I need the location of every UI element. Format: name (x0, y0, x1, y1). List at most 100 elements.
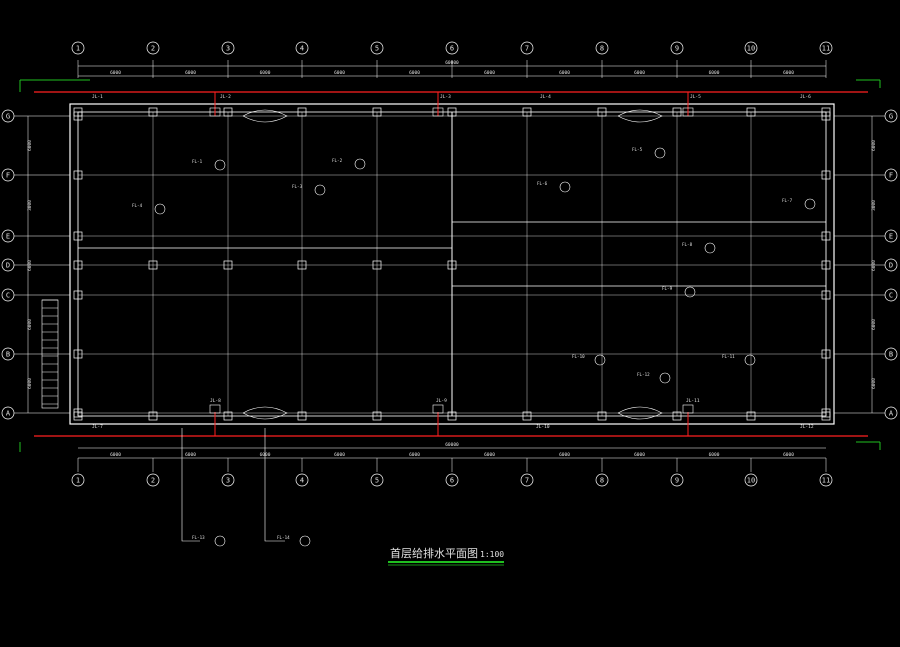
column-marker (447, 107, 457, 117)
column-marker (73, 260, 83, 270)
fixture-tag: FL-7 (782, 198, 793, 203)
axis-label-column: 4 (300, 477, 304, 485)
axis-label-column: 1 (76, 45, 80, 53)
dimension-value: 6000 (334, 70, 345, 76)
axis-bubble (884, 288, 898, 302)
riser-box (682, 404, 694, 414)
axis-label-column: 10 (747, 477, 755, 485)
axis-label-column: 6 (450, 45, 454, 53)
dimension-value: 6000 (260, 70, 271, 76)
axis-bubble (884, 347, 898, 361)
column-marker (73, 290, 83, 300)
column-marker (746, 411, 756, 421)
dimension-value: 3000 (27, 200, 33, 211)
door-swing (242, 406, 288, 420)
axis-label-row: F (889, 172, 893, 180)
axis-label-column: 1 (76, 477, 80, 485)
axis-bubble (295, 473, 309, 487)
fixture-tag: FL-11 (722, 354, 735, 359)
axis-bubble (71, 41, 85, 55)
axis-label-row: C (6, 292, 10, 300)
column-marker (223, 107, 233, 117)
fixture-tag: FL-10 (572, 354, 585, 359)
column-marker (821, 290, 831, 300)
column-marker (821, 349, 831, 359)
column-marker (223, 411, 233, 421)
axis-label-column: 2 (151, 45, 155, 53)
column-marker (821, 260, 831, 270)
axis-label-column: 2 (151, 477, 155, 485)
axis-bubble (819, 41, 833, 55)
axis-bubble (71, 473, 85, 487)
fixture-tag: FL-3 (292, 184, 303, 189)
fixture-tag: FL-13 (192, 535, 205, 540)
axis-label-row: G (6, 113, 10, 121)
axis-label-row: C (889, 292, 893, 300)
pipe-label-bottom: JL-12 (800, 424, 814, 430)
dimension-value: 6000 (334, 452, 345, 458)
column-marker (73, 111, 83, 121)
column-marker (73, 231, 83, 241)
dimension-value: 6000 (783, 452, 794, 458)
dimension-value: 6000 (634, 452, 645, 458)
axis-bubble (1, 347, 15, 361)
dimension-value: 6000 (634, 70, 645, 76)
fixture-tag: FL-1 (192, 159, 203, 164)
axis-bubble (884, 258, 898, 272)
axis-bubble (595, 41, 609, 55)
axis-bubble (884, 109, 898, 123)
pipe-label-top: JL-6 (800, 94, 811, 100)
dimension-value: 6000 (559, 452, 570, 458)
axis-bubble (221, 41, 235, 55)
axis-bubble (1, 168, 15, 182)
fixture-tag-bubble (659, 372, 671, 384)
axis-label-row: D (889, 262, 893, 270)
dimension-value: 6000 (110, 452, 121, 458)
dimension-value: 6000 (484, 70, 495, 76)
column-marker (597, 411, 607, 421)
dimension-value: 6000 (871, 319, 877, 330)
pipe-label-bottom: JL-8 (210, 398, 221, 404)
fixture-tag: FL-14 (277, 535, 290, 540)
column-marker (73, 349, 83, 359)
column-marker (597, 107, 607, 117)
pipe-label-top: JL-2 (220, 94, 231, 100)
door-swing (617, 109, 663, 123)
axis-label-column: 8 (600, 477, 604, 485)
axis-bubble (884, 229, 898, 243)
column-marker (148, 260, 158, 270)
fixture-tag: FL-5 (632, 147, 643, 152)
axis-bubble (670, 473, 684, 487)
fixture-tag-bubble (804, 198, 816, 210)
riser-box (209, 404, 221, 414)
axis-label-row: A (6, 410, 11, 418)
column-marker (821, 111, 831, 121)
fixture-tag-bubble (654, 147, 666, 159)
riser-box (432, 404, 444, 414)
door-swing (242, 109, 288, 123)
fixture-tag-bubble (594, 354, 606, 366)
column-marker (372, 260, 382, 270)
fixture-tag-bubble (559, 181, 571, 193)
column-marker (821, 408, 831, 418)
axis-label-row: D (6, 262, 10, 270)
riser-box (209, 107, 221, 117)
fixture-tag-bubble (354, 158, 366, 170)
dimension-value: 6000 (783, 70, 794, 76)
axis-label-row: G (889, 113, 893, 121)
axis-label-column: 9 (675, 477, 679, 485)
axis-label-column: 10 (747, 45, 755, 53)
fixture-tag-bubble (314, 184, 326, 196)
dimension-value: 6000 (709, 70, 720, 76)
column-marker (821, 170, 831, 180)
dimension-value: 6000 (185, 70, 196, 76)
column-marker (148, 107, 158, 117)
pipe-label-top: JL-3 (440, 94, 451, 100)
door-swing (617, 406, 663, 420)
column-marker (372, 107, 382, 117)
fixture-tag: FL-4 (132, 203, 143, 208)
axis-label-column: 6 (450, 477, 454, 485)
axis-bubble (1, 109, 15, 123)
axis-label-row: E (6, 233, 10, 241)
